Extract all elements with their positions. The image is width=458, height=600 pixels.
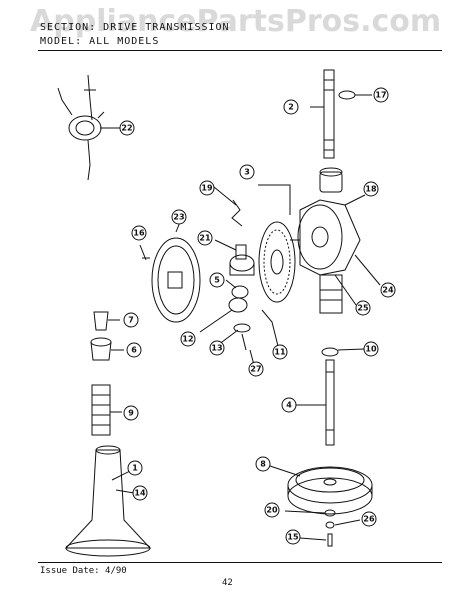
part-8-drawing bbox=[269, 465, 373, 515]
callout-18 bbox=[363, 181, 379, 197]
part-13-drawing bbox=[217, 323, 251, 346]
callout-25 bbox=[355, 300, 371, 316]
callout-label-10: 10 bbox=[365, 345, 377, 354]
callout-label-24: 24 bbox=[382, 286, 394, 295]
callout-7 bbox=[123, 312, 139, 328]
callout-label-4: 4 bbox=[286, 401, 292, 410]
callout-17 bbox=[373, 87, 389, 103]
callout-label-11: 11 bbox=[274, 348, 286, 357]
part-14-drawing bbox=[115, 489, 135, 494]
callout-label-27: 27 bbox=[250, 365, 261, 374]
callout-label-8: 8 bbox=[260, 460, 266, 469]
callout-3 bbox=[239, 164, 255, 180]
transmission-housing-drawing bbox=[290, 167, 381, 314]
part-12-drawing bbox=[199, 297, 248, 333]
callout-label-5: 5 bbox=[214, 276, 220, 285]
callout-label-13: 13 bbox=[211, 344, 222, 353]
callout-label-1: 1 bbox=[132, 464, 138, 473]
part-10-drawing bbox=[321, 347, 339, 357]
callout-24 bbox=[380, 282, 396, 298]
part-23-drawing bbox=[151, 221, 201, 323]
callout-26 bbox=[361, 511, 377, 527]
callouts bbox=[119, 87, 396, 545]
part-7-drawing bbox=[93, 311, 120, 331]
callout-6 bbox=[126, 342, 142, 358]
model-title: MODEL: ALL MODELS bbox=[40, 36, 160, 47]
part-2-drawing bbox=[310, 69, 335, 159]
page-number: 42 bbox=[222, 578, 233, 588]
callout-21 bbox=[197, 230, 213, 246]
part-3-drawing bbox=[258, 184, 296, 303]
section-title: SECTION: DRIVE TRANSMISSION bbox=[40, 22, 230, 33]
callout-label-6: 6 bbox=[131, 346, 137, 355]
callout-label-17: 17 bbox=[375, 91, 386, 100]
callout-10 bbox=[363, 341, 379, 357]
callout-label-9: 9 bbox=[128, 409, 134, 418]
part-21-drawing bbox=[214, 239, 255, 276]
issue-date: Issue Date: 4/90 bbox=[40, 566, 127, 576]
callout-22 bbox=[119, 120, 135, 136]
callout-label-21: 21 bbox=[199, 234, 211, 243]
part-6-drawing bbox=[90, 337, 124, 361]
callout-label-18: 18 bbox=[365, 185, 377, 194]
callout-12 bbox=[180, 331, 196, 347]
callout-1 bbox=[127, 460, 143, 476]
callout-15 bbox=[285, 529, 301, 545]
part-22-drawing bbox=[57, 74, 120, 181]
callout-label-14: 14 bbox=[134, 489, 146, 498]
callout-label-15: 15 bbox=[287, 533, 299, 542]
callout-label-16: 16 bbox=[133, 229, 145, 238]
callout-label-22: 22 bbox=[121, 124, 132, 133]
callout-label-7: 7 bbox=[128, 316, 134, 325]
callout-label-3: 3 bbox=[244, 168, 250, 177]
part-5-drawing bbox=[225, 279, 249, 299]
callout-label-23: 23 bbox=[173, 213, 184, 222]
callout-2 bbox=[283, 99, 299, 115]
callout-label-2: 2 bbox=[288, 103, 294, 112]
callout-20 bbox=[264, 502, 280, 518]
callout-13 bbox=[209, 340, 225, 356]
part-27-drawing bbox=[241, 333, 255, 366]
part-15-drawing bbox=[299, 533, 333, 547]
callout-9 bbox=[123, 405, 139, 421]
callout-label-26: 26 bbox=[363, 515, 375, 524]
callout-4 bbox=[281, 397, 297, 413]
header-rule bbox=[38, 50, 442, 51]
callout-label-12: 12 bbox=[182, 335, 193, 344]
callout-14 bbox=[132, 485, 148, 501]
callout-19 bbox=[199, 180, 215, 196]
callout-8 bbox=[255, 456, 271, 472]
part-11-drawing bbox=[261, 309, 279, 347]
part-16-drawing bbox=[139, 244, 150, 261]
watermark: AppliancePartsPros.com bbox=[30, 4, 442, 39]
footer-rule bbox=[38, 562, 442, 563]
callout-label-25: 25 bbox=[357, 304, 369, 313]
callout-27 bbox=[248, 361, 264, 377]
callout-11 bbox=[272, 344, 288, 360]
part-4-drawing bbox=[296, 359, 335, 446]
callout-16 bbox=[131, 225, 147, 241]
part-17-drawing bbox=[338, 90, 356, 100]
part-20-drawing bbox=[284, 509, 336, 517]
callout-label-19: 19 bbox=[201, 184, 213, 193]
callout-5 bbox=[209, 272, 225, 288]
part-19-drawing bbox=[231, 199, 243, 227]
part-9-drawing bbox=[91, 384, 122, 436]
part-26-drawing bbox=[325, 519, 361, 529]
callout-label-20: 20 bbox=[266, 506, 278, 515]
callout-23 bbox=[171, 209, 187, 225]
